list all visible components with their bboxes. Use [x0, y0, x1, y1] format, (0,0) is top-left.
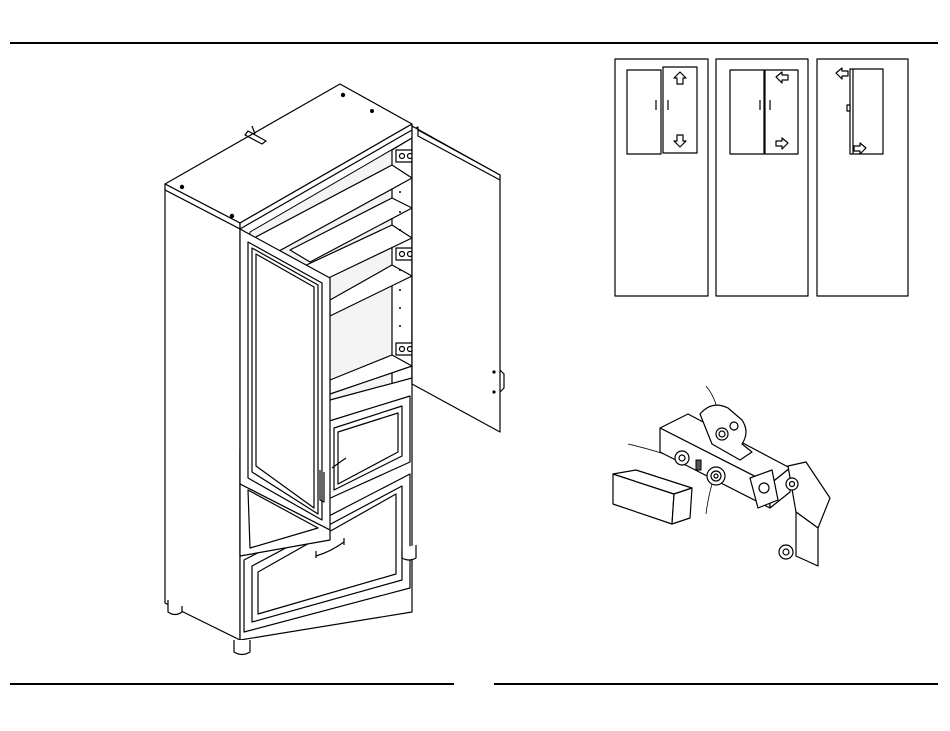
arrow-left-icon [836, 68, 848, 79]
door-side-adjust [716, 59, 808, 296]
door-depth-adjust [817, 59, 908, 296]
hinge-detail-illustration [613, 386, 830, 566]
door-height-adjust [615, 59, 708, 296]
cabinet-with-open-door-illustration [165, 84, 504, 655]
cabinet-left-side [165, 190, 240, 640]
left-glass-door [240, 229, 330, 530]
cabinet-foot [234, 640, 250, 655]
hinge-cup-plate [788, 462, 830, 528]
